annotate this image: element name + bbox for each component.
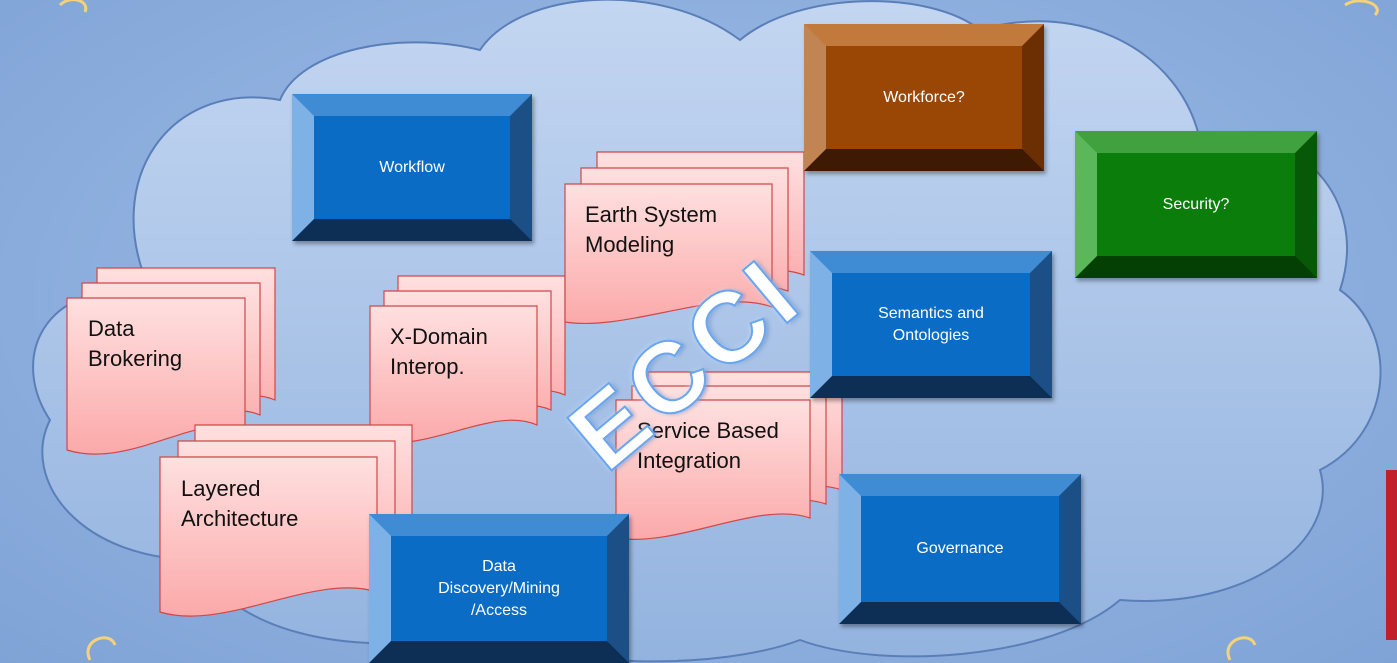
document-service-based xyxy=(615,371,843,540)
red-edge-bar xyxy=(1386,470,1397,640)
document-layered-architecture xyxy=(159,424,413,617)
decorative-swirls xyxy=(58,0,1379,661)
document-earth-system xyxy=(564,151,805,324)
doc-label-earth-system: Earth System Modeling xyxy=(585,202,718,257)
box-data-discovery: Data Discovery/Mining /Access xyxy=(369,514,629,663)
document-x-domain xyxy=(369,275,566,444)
box-data-discovery-label: Data Discovery/Mining /Access xyxy=(438,557,560,619)
box-semantics: Semantics and Ontologies xyxy=(810,251,1052,398)
doc-label-data-brokering: Data Brokering xyxy=(88,316,183,371)
box-workflow: Workflow xyxy=(292,94,532,241)
box-workforce: Workforce? xyxy=(804,24,1044,171)
document-data-brokering xyxy=(66,267,276,455)
box-governance-label: Governance xyxy=(916,540,1004,557)
box-workforce-label: Workforce? xyxy=(883,88,965,106)
doc-label-layered-architecture: Layered Architecture xyxy=(181,476,299,531)
box-governance: Governance xyxy=(839,474,1081,624)
box-security-label: Security? xyxy=(1162,195,1230,213)
doc-label-service-based: Service Based Integration xyxy=(637,418,779,473)
box-security: Security? xyxy=(1075,131,1317,278)
box-workflow-label: Workflow xyxy=(379,158,445,176)
box-semantics-label: Semantics and Ontologies xyxy=(878,304,984,344)
doc-label-x-domain: X-Domain Interop. xyxy=(390,324,488,379)
document-shapes xyxy=(66,151,843,617)
